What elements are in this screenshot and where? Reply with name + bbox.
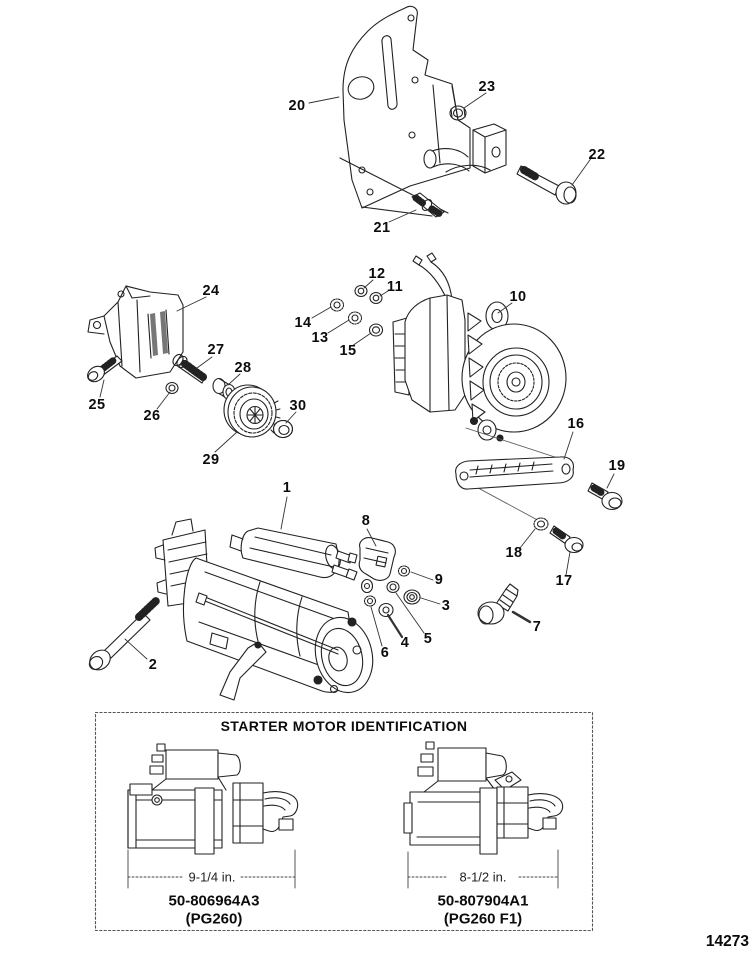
bracket-24-drawing xyxy=(87,285,184,379)
callout-20: 20 xyxy=(288,98,306,114)
nut-26-drawing xyxy=(165,381,179,395)
callout-27: 27 xyxy=(207,342,225,358)
nut-23-drawing xyxy=(449,105,467,121)
identification-box-border xyxy=(94,711,594,932)
callout-28: 28 xyxy=(234,360,252,376)
boot-8-drawing xyxy=(358,537,396,594)
hardware-3-9-drawing xyxy=(363,565,421,618)
starter-pg260f1-part-number: 50-807904A1 xyxy=(437,892,529,910)
hardware-11-15-drawing xyxy=(329,284,384,337)
starter-motor-1-drawing xyxy=(154,518,374,701)
dimension-lines xyxy=(127,849,559,889)
leader-lines xyxy=(99,92,615,660)
callout-12: 12 xyxy=(368,266,386,282)
identification-box-title: STARTER MOTOR IDENTIFICATION xyxy=(220,718,468,734)
screw-19-drawing xyxy=(587,482,623,511)
alternator-10-drawing xyxy=(392,252,567,442)
callout-26: 26 xyxy=(143,408,161,424)
callout-11: 11 xyxy=(386,279,404,295)
callout-21: 21 xyxy=(373,220,391,236)
callout-3: 3 xyxy=(441,598,451,614)
callout-18: 18 xyxy=(505,545,523,561)
starter-pg260f1-model: (PG260 F1) xyxy=(443,910,523,928)
starter-pg260-drawing xyxy=(127,743,299,855)
callout-9: 9 xyxy=(434,572,444,588)
brace-16-drawing xyxy=(455,427,574,524)
callout-10: 10 xyxy=(509,289,527,305)
callout-30: 30 xyxy=(289,398,307,414)
starter-pg260-dimension: 9-1/4 in. xyxy=(188,869,236,885)
callout-6: 6 xyxy=(380,645,390,661)
callout-13: 13 xyxy=(311,330,329,346)
callout-14: 14 xyxy=(294,315,312,331)
screw-27-drawing xyxy=(172,353,207,384)
starter-pg260f1-dimension: 8-1/2 in. xyxy=(459,869,507,885)
callout-8: 8 xyxy=(361,513,371,529)
callout-5: 5 xyxy=(423,631,433,647)
nut-30-drawing xyxy=(272,419,294,439)
starter-pg260f1-drawing xyxy=(403,741,564,855)
screw-17-drawing xyxy=(549,525,584,554)
callout-16: 16 xyxy=(567,416,585,432)
callout-4: 4 xyxy=(400,635,410,651)
callout-2: 2 xyxy=(148,657,158,673)
callout-17: 17 xyxy=(555,573,573,589)
stud-21-drawing xyxy=(411,192,445,218)
lockwasher-18-drawing xyxy=(533,517,549,531)
figure-number: 14273 xyxy=(705,933,749,950)
callout-29: 29 xyxy=(202,452,220,468)
callout-25: 25 xyxy=(88,397,106,413)
callout-15: 15 xyxy=(339,343,357,359)
callout-22: 22 xyxy=(588,147,606,163)
pulley-29-drawing xyxy=(223,384,281,438)
starter-pg260-model: (PG260) xyxy=(185,910,243,928)
callout-19: 19 xyxy=(608,458,626,474)
starter-pg260-part-number: 50-806964A3 xyxy=(168,892,260,910)
callout-7: 7 xyxy=(532,619,542,635)
callout-23: 23 xyxy=(478,79,496,95)
bolt-22-drawing xyxy=(516,165,577,205)
callout-24: 24 xyxy=(202,283,220,299)
plug-7-drawing xyxy=(477,583,519,625)
screw-25-drawing xyxy=(87,355,123,383)
callout-1: 1 xyxy=(282,480,292,496)
mount-bracket-20-drawing xyxy=(339,5,507,217)
bolt-2-drawing xyxy=(88,596,161,671)
